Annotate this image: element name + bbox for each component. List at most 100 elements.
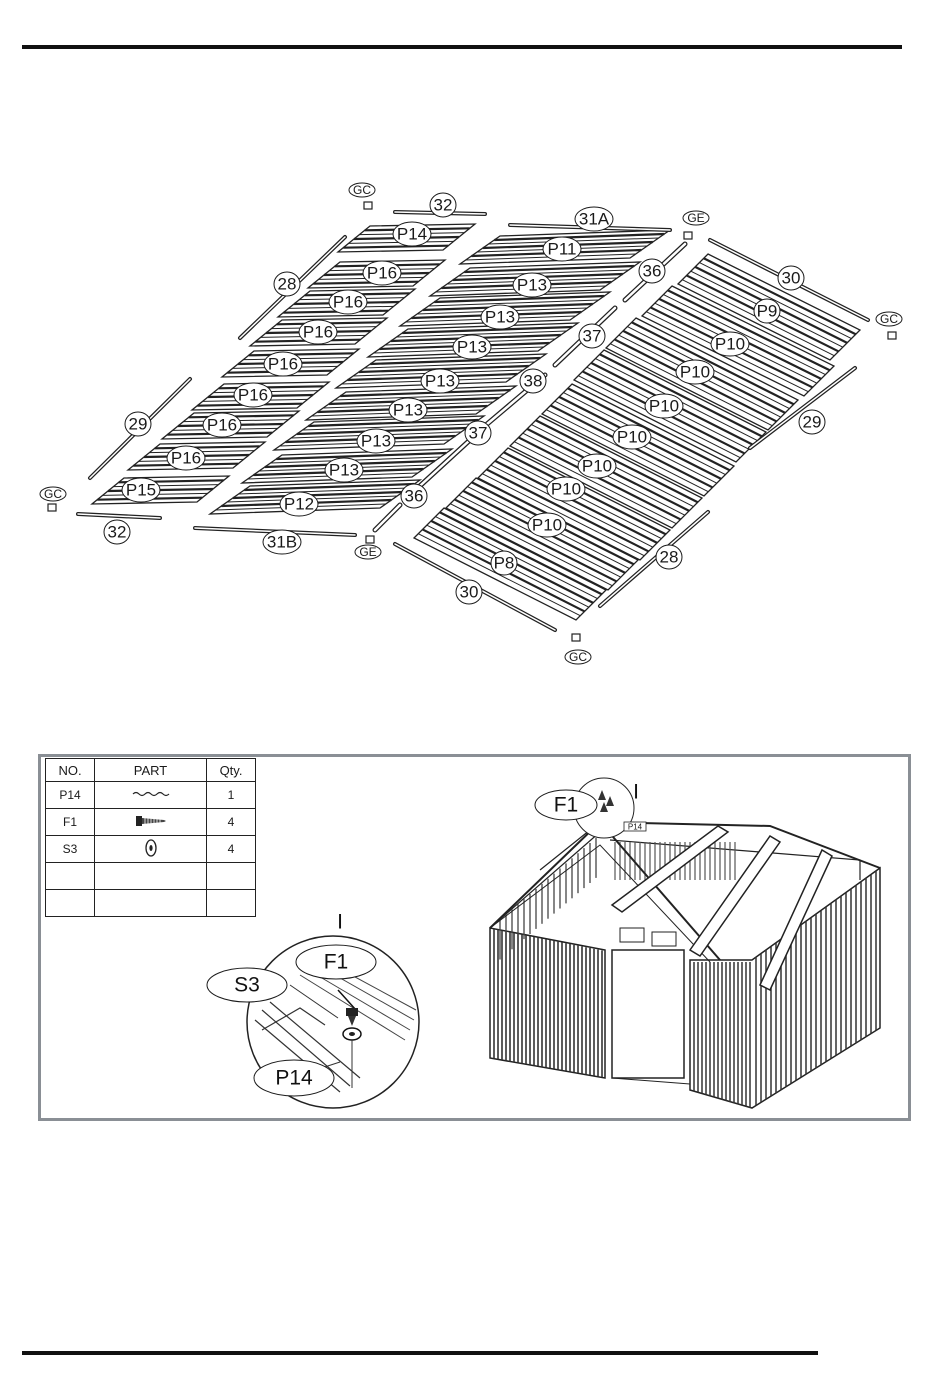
parts-table-header: NO. PART Qty.	[46, 759, 256, 782]
part-label-text: GC	[569, 650, 587, 664]
part-label-28-r: 28	[656, 545, 682, 569]
bottom-rule	[22, 1351, 818, 1355]
part-label-text: P15	[126, 481, 156, 500]
part-label-gc-tl: GC	[349, 183, 375, 197]
part-label-gc-l: GC	[40, 487, 66, 501]
header-qty: Qty.	[207, 759, 256, 782]
part-label-32-t: 32	[430, 193, 456, 217]
part-label-text: P16	[268, 355, 298, 374]
part-image	[95, 782, 207, 809]
part-no	[46, 863, 95, 890]
part-label-text: 29	[803, 413, 822, 432]
part-label-text: GE	[359, 545, 376, 559]
part-label-text: P16	[367, 264, 397, 283]
corner-fitting	[684, 232, 692, 239]
part-label-text: P12	[284, 495, 314, 514]
part-label-p13-3: P13	[453, 335, 491, 359]
part-label-p9: P9	[754, 299, 780, 323]
part-label-p16-5: P16	[234, 383, 272, 407]
part-no: F1	[46, 809, 95, 836]
part-label-p10-5: P10	[578, 454, 616, 478]
part-label-text: P13	[517, 276, 547, 295]
part-label-31b: 31B	[263, 530, 301, 554]
part-label-text: P16	[207, 416, 237, 435]
part-label-p10-2: P10	[676, 360, 714, 384]
part-label-text: P16	[171, 449, 201, 468]
part-label-text: 37	[469, 424, 488, 443]
roof-panels	[48, 202, 896, 641]
part-label-text: P8	[494, 554, 515, 573]
part-label-text: P10	[680, 363, 710, 382]
part-label-38: 38	[520, 369, 546, 393]
part-qty: 4	[207, 836, 256, 863]
part-label-text: P10	[532, 516, 562, 535]
part-label-text: 36	[405, 487, 424, 506]
parts-table: NO. PART Qty. P14 1 F1 4	[45, 758, 256, 917]
part-no	[46, 890, 95, 917]
part-label-ge-t: GE	[683, 211, 709, 225]
part-label-text: P13	[485, 308, 515, 327]
part-label-text: 31B	[267, 533, 297, 552]
part-label-p14: P14	[393, 222, 431, 246]
part-image	[95, 836, 207, 863]
roof-exploded-diagram: GC3231AGEP14P11P16283630P13P16P9GCP13P16…	[0, 0, 950, 700]
part-label-text: 30	[782, 269, 801, 288]
corner-fitting	[366, 536, 374, 543]
part-label-text: GC	[880, 312, 898, 326]
part-label-30-t: 30	[778, 266, 804, 290]
part-qty	[207, 890, 256, 917]
table-row	[46, 863, 256, 890]
part-label-p10-4: P10	[613, 425, 651, 449]
part-no: P14	[46, 782, 95, 809]
panel-strip-icon	[131, 789, 171, 799]
part-label-text: P13	[329, 461, 359, 480]
part-label-36-t: 36	[639, 259, 665, 283]
ridge-36-bottom	[375, 505, 400, 530]
corner-fitting	[364, 202, 372, 209]
part-label-text: 36	[643, 262, 662, 281]
part-label-text: P14	[397, 225, 427, 244]
table-row	[46, 890, 256, 917]
part-label-text: 32	[434, 196, 453, 215]
part-label-p16-4: P16	[264, 352, 302, 376]
part-label-28-l: 28	[274, 272, 300, 296]
part-label-36-b: 36	[401, 484, 427, 508]
part-label-p13-6: P13	[357, 429, 395, 453]
part-label-text: 29	[129, 415, 148, 434]
part-label-text: 28	[278, 275, 297, 294]
part-image	[95, 809, 207, 836]
part-label-text: 37	[583, 327, 602, 346]
part-label-p10-6: P10	[547, 477, 585, 501]
part-label-text: P13	[393, 401, 423, 420]
part-label-gc-r: GC	[876, 312, 902, 326]
bar-32-bottom	[78, 514, 160, 518]
part-label-text: 28	[660, 548, 679, 567]
part-label-p13-2: P13	[481, 305, 519, 329]
part-label-p12: P12	[280, 492, 318, 516]
part-label-37-t: 37	[579, 324, 605, 348]
screw-icon	[134, 814, 168, 828]
part-label-30-b: 30	[456, 580, 482, 604]
part-label-text: 31A	[579, 210, 610, 229]
part-label-text: P10	[649, 397, 679, 416]
part-label-text: GC	[44, 487, 62, 501]
header-part: PART	[95, 759, 207, 782]
part-label-29-l: 29	[125, 412, 151, 436]
table-row: F1 4	[46, 809, 256, 836]
table-row: P14 1	[46, 782, 256, 809]
part-label-ge-b: GE	[355, 545, 381, 559]
part-label-32-b: 32	[104, 520, 130, 544]
header-no: NO.	[46, 759, 95, 782]
part-label-text: P13	[457, 338, 487, 357]
part-qty: 4	[207, 809, 256, 836]
part-image	[95, 890, 207, 917]
part-label-p10-3: P10	[645, 394, 683, 418]
part-label-text: P10	[582, 457, 612, 476]
part-label-text: P10	[715, 335, 745, 354]
part-label-text: P16	[333, 293, 363, 312]
part-label-31a: 31A	[575, 207, 613, 231]
part-label-29-r: 29	[799, 410, 825, 434]
part-label-text: GE	[687, 211, 704, 225]
part-label-p10-1: P10	[711, 332, 749, 356]
part-label-p16-3: P16	[299, 320, 337, 344]
